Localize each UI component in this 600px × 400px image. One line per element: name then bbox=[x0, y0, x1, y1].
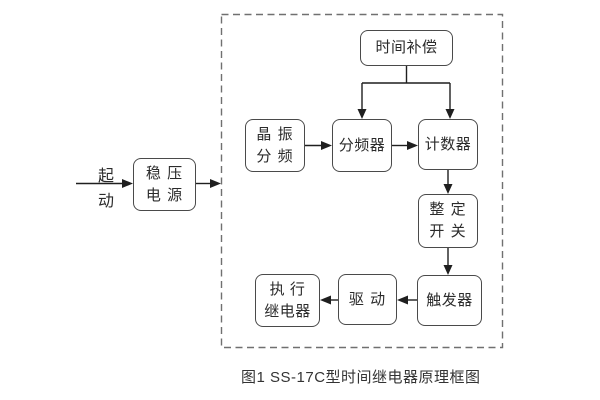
block-crystal-line2: 分 频 bbox=[256, 147, 294, 165]
start-label-line1: 起 bbox=[97, 168, 114, 185]
block-power-supply: 稳 压 电 源 bbox=[133, 158, 196, 211]
block-setting-line1: 整 定 bbox=[429, 201, 467, 218]
arrow-crystal-to-divider bbox=[305, 141, 332, 150]
block-drive: 驱 动 bbox=[338, 274, 397, 325]
start-label-line2: 动 bbox=[97, 193, 114, 210]
arrow-compensation-branch bbox=[357, 66, 455, 119]
block-power-line1: 稳 压 bbox=[145, 164, 184, 182]
arrow-drive-to-relay bbox=[320, 295, 338, 305]
dashed-enclosure bbox=[220, 13, 504, 349]
arrow-trigger-to-drive bbox=[397, 295, 417, 305]
block-counter: 计数器 bbox=[418, 119, 478, 170]
block-setting-switch: 整 定 开 关 bbox=[418, 194, 478, 248]
block-trigger-label: 触发器 bbox=[426, 291, 473, 309]
block-power-line2: 电 源 bbox=[145, 186, 184, 204]
block-crystal-line1: 晶 振 bbox=[256, 125, 294, 143]
block-crystal-oscillator: 晶 振 分 频 bbox=[245, 119, 305, 172]
block-relay-line1: 执 行 bbox=[269, 280, 306, 298]
block-relay-line2: 继电器 bbox=[264, 302, 311, 320]
arrow-start-to-power bbox=[76, 179, 133, 188]
block-frequency-divider-label: 分频器 bbox=[338, 136, 386, 154]
block-output-relay: 执 行 继电器 bbox=[255, 274, 320, 327]
block-frequency-divider: 分频器 bbox=[332, 119, 392, 172]
block-drive-label: 驱 动 bbox=[348, 290, 387, 308]
block-trigger: 触发器 bbox=[417, 275, 482, 326]
block-time-compensation-label: 时间补偿 bbox=[375, 39, 438, 56]
block-setting-line2: 开 关 bbox=[429, 223, 467, 240]
arrow-counter-to-setting bbox=[443, 170, 453, 194]
arrow-power-to-enclosure bbox=[196, 179, 221, 188]
block-counter-label: 计数器 bbox=[424, 135, 472, 153]
arrow-setting-to-trigger bbox=[443, 248, 453, 275]
figure-caption: 图1 SS-17C型时间继电器原理框图 bbox=[241, 369, 481, 386]
arrow-divider-to-counter bbox=[392, 141, 418, 150]
block-time-compensation: 时间补偿 bbox=[360, 30, 453, 66]
